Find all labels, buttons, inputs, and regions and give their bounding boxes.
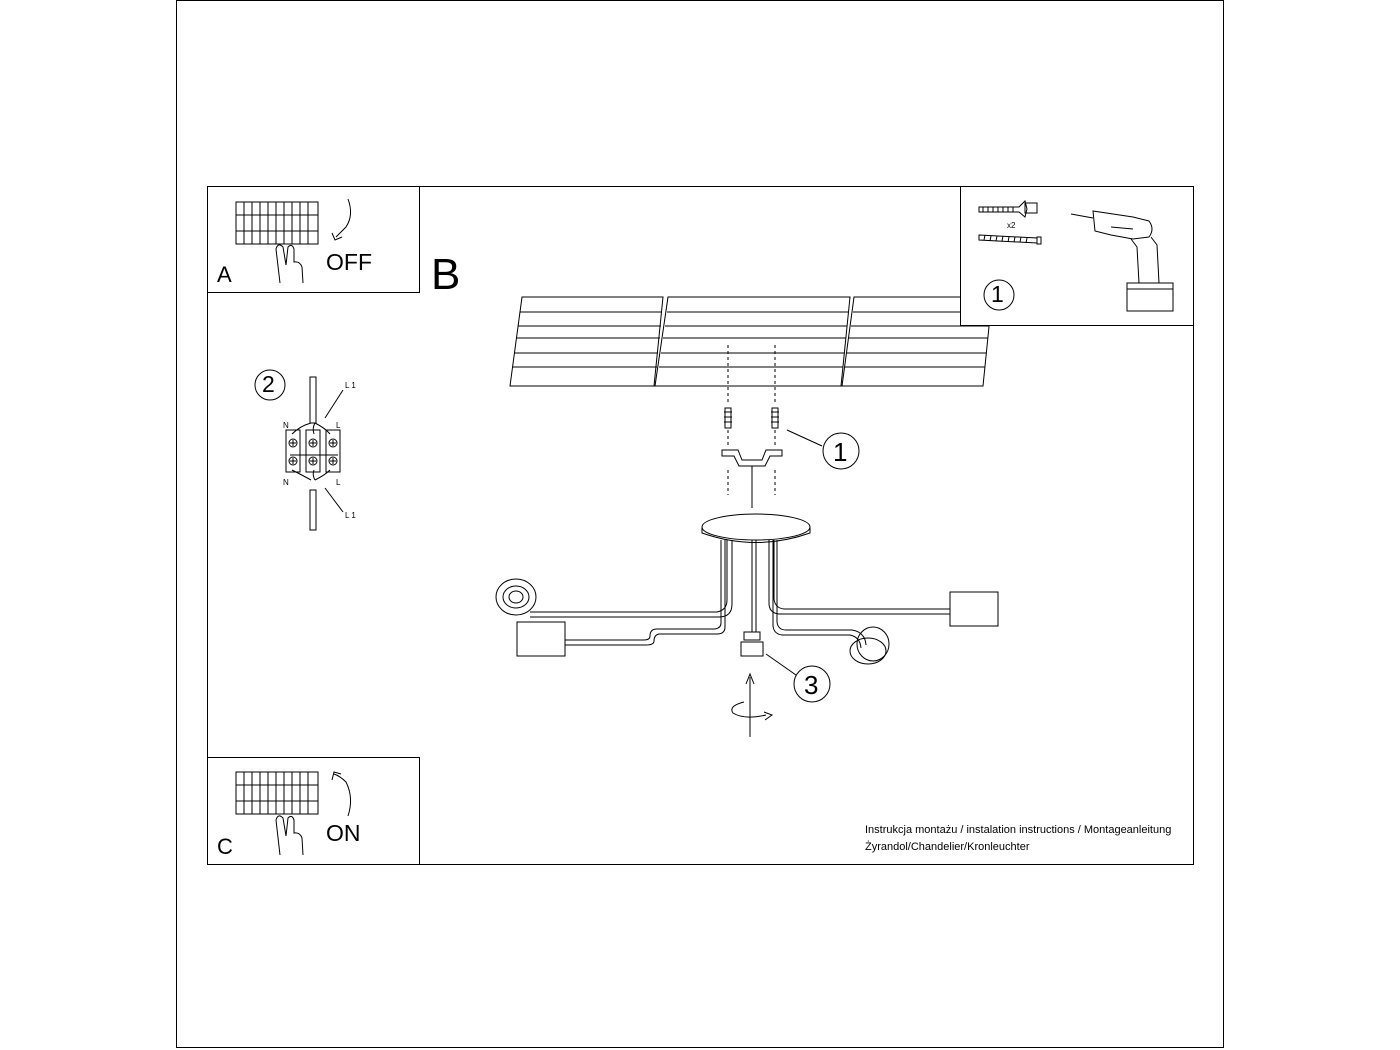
page-border: [176, 0, 1224, 1048]
panel-a-power-off: A OFF: [207, 186, 420, 293]
live-label-top: L: [336, 421, 341, 430]
wall-plug-icon: [978, 200, 1038, 218]
mounting-bracket: [721, 449, 783, 467]
instructions-title: Instrukcja montażu / instalation instruc…: [865, 824, 1172, 836]
tools-step-number: 1: [991, 281, 1004, 307]
drill-icon: [1070, 210, 1174, 312]
breaker-box-on-illustration: [235, 771, 352, 856]
wiring-step-number: 2: [262, 371, 275, 397]
panel-c-switch-label: ON: [326, 820, 361, 846]
ceiling-planks: [509, 296, 993, 387]
neutral-label-top: N: [283, 421, 289, 430]
panel-a-switch-label: OFF: [326, 249, 372, 275]
panel-b-letter: B: [431, 250, 461, 299]
panel-c-power-on: C ON: [207, 757, 420, 865]
screw-icon: [978, 234, 1042, 245]
panel-c-letter: C: [217, 834, 233, 859]
live-label-bottom: L: [336, 478, 341, 487]
set-screw: [740, 631, 764, 657]
neutral-label-bottom: N: [283, 478, 289, 487]
product-name: Żyrandol/Chandelier/Kronleuchter: [865, 841, 1030, 853]
terminal-block: [285, 429, 341, 473]
tools-illustration: [978, 200, 1174, 312]
line-bottom-label: L 1: [345, 511, 356, 520]
line-top-label: L 1: [345, 381, 356, 390]
breaker-box-off-illustration: [235, 198, 352, 284]
right-arms: [768, 540, 999, 665]
screw-callout-number: 3: [804, 670, 819, 700]
bracket-callout-number: 1: [833, 437, 848, 467]
ceiling-screws: [724, 407, 779, 429]
tools-panel: x2 1: [960, 186, 1194, 326]
left-arms: [495, 540, 733, 657]
anchor-quantity: x2: [1007, 221, 1016, 230]
panel-a-letter: A: [217, 262, 232, 287]
